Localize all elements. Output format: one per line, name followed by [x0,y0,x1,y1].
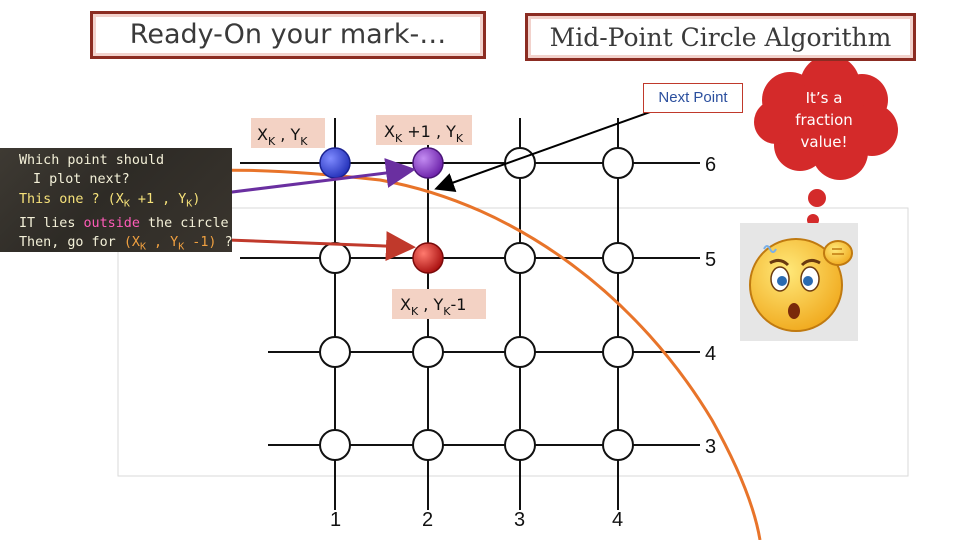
topic-title: Mid-Point Circle Algorithm [528,23,913,52]
chalk-line-2: I plot next? [0,170,232,189]
red-arrow [228,240,410,247]
next-point-label: Next Point [643,83,743,113]
slide-title-box: Ready-On your mark-… [90,11,486,59]
thought-cloud-icon [754,55,898,240]
label-box-xk-yk1 [392,289,486,319]
topic-title-box: Mid-Point Circle Algorithm [525,13,916,61]
chalk-line-1: Which point should [0,151,232,170]
confused-emoji-icon [740,223,858,341]
label-box-xk1-yk [376,115,472,145]
chalk-line-4: IT lies outside the circle [0,214,232,233]
chalkboard-note: Which point should I plot next? This one… [0,148,232,252]
candidate-point-southeast [413,243,443,273]
slide-title: Ready-On your mark-… [93,19,483,50]
label-box-xk-yk [251,118,325,148]
chalk-line-5: Then, go for (XK , YK -1) ? [0,233,232,257]
confused-emoji-frame [740,223,858,341]
current-point [320,148,350,178]
candidate-point-east [413,148,443,178]
chalk-line-3: This one ? (XK +1 , YK) [0,190,232,214]
